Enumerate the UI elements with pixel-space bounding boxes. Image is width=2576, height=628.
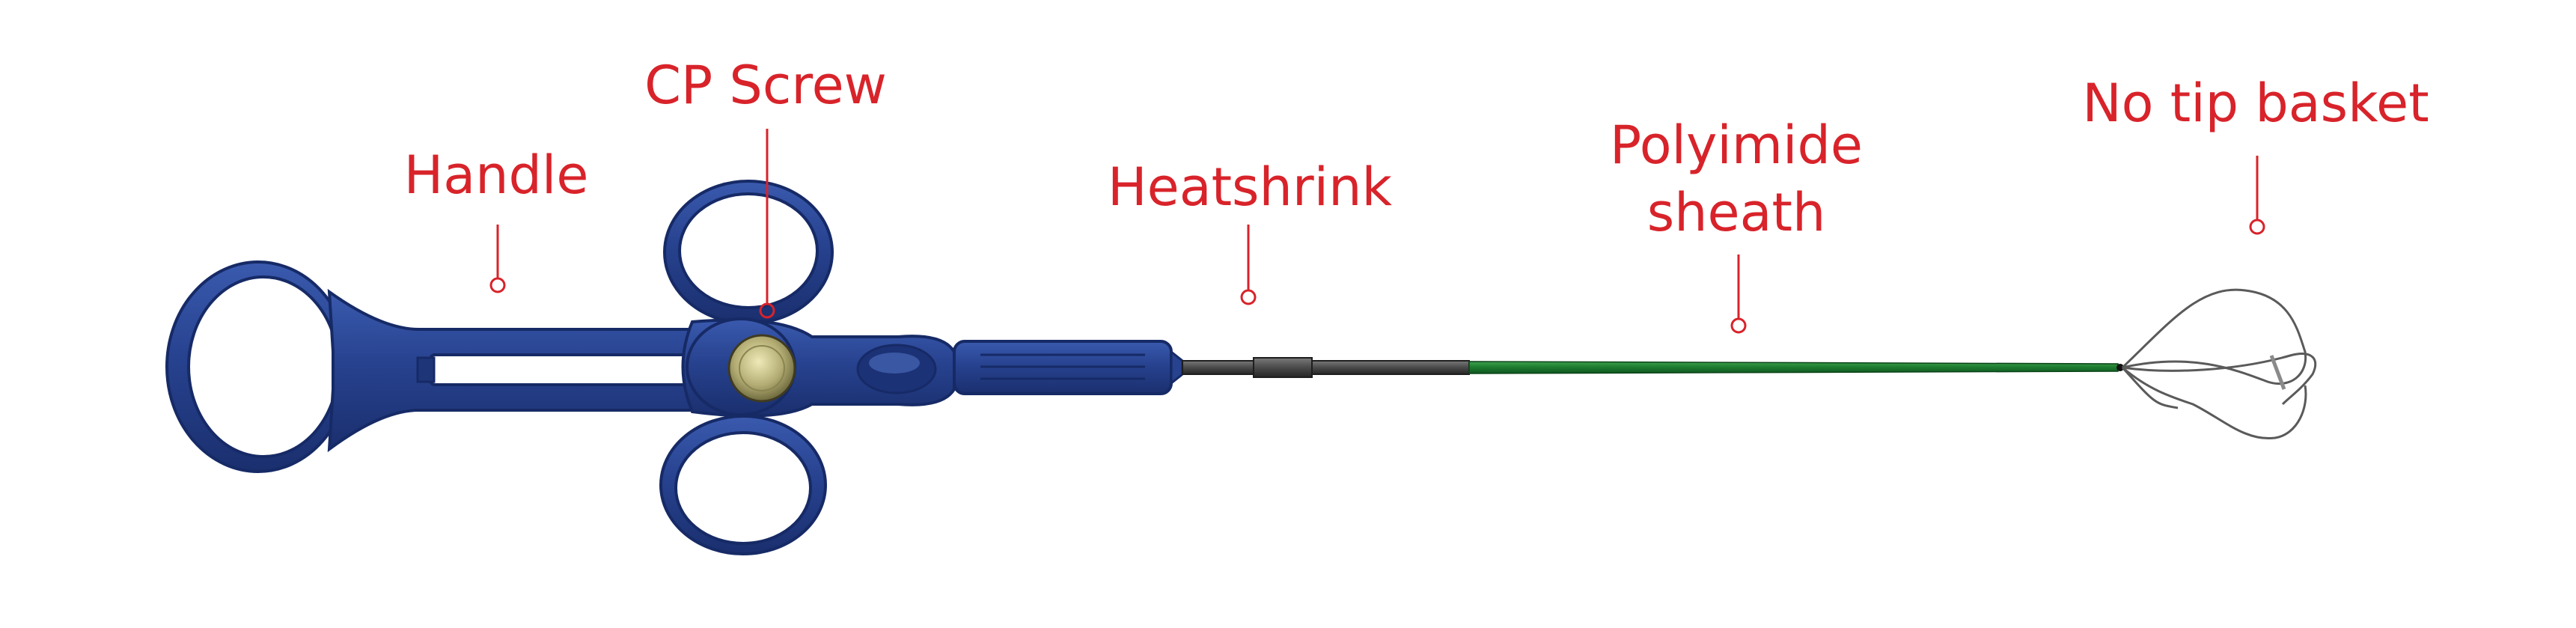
handle-label: Handle: [403, 144, 589, 206]
leader-lines: [489, 129, 2265, 334]
cp-screw: [727, 334, 796, 403]
sheath-label: sheath: [1646, 182, 1826, 243]
polyimide-label: Polyimide: [1609, 115, 1864, 176]
grip-barrel: [953, 340, 1184, 395]
thumb-ring: [165, 260, 351, 473]
slider-spool: [681, 317, 956, 418]
heatshrink: [1182, 357, 1470, 378]
sheath-leader-dot: [1730, 317, 1747, 334]
basket-leader-dot: [2249, 219, 2265, 235]
finger-ring-top: [663, 180, 834, 325]
cp-screw-label: CP Screw: [644, 55, 887, 116]
no-tip-basket: [2121, 288, 2317, 440]
polyimide-sheath: [1468, 361, 2124, 374]
handle-shaft: [327, 288, 720, 453]
handle-leader-dot: [489, 277, 506, 293]
cp-screw-leader-dot: [759, 302, 775, 319]
heatshrink-leader-dot: [1240, 289, 1257, 305]
finger-ring-bottom: [659, 415, 827, 555]
heatshrink-label: Heatshrink: [1107, 156, 1393, 218]
basket-label: No tip basket: [2082, 73, 2429, 134]
